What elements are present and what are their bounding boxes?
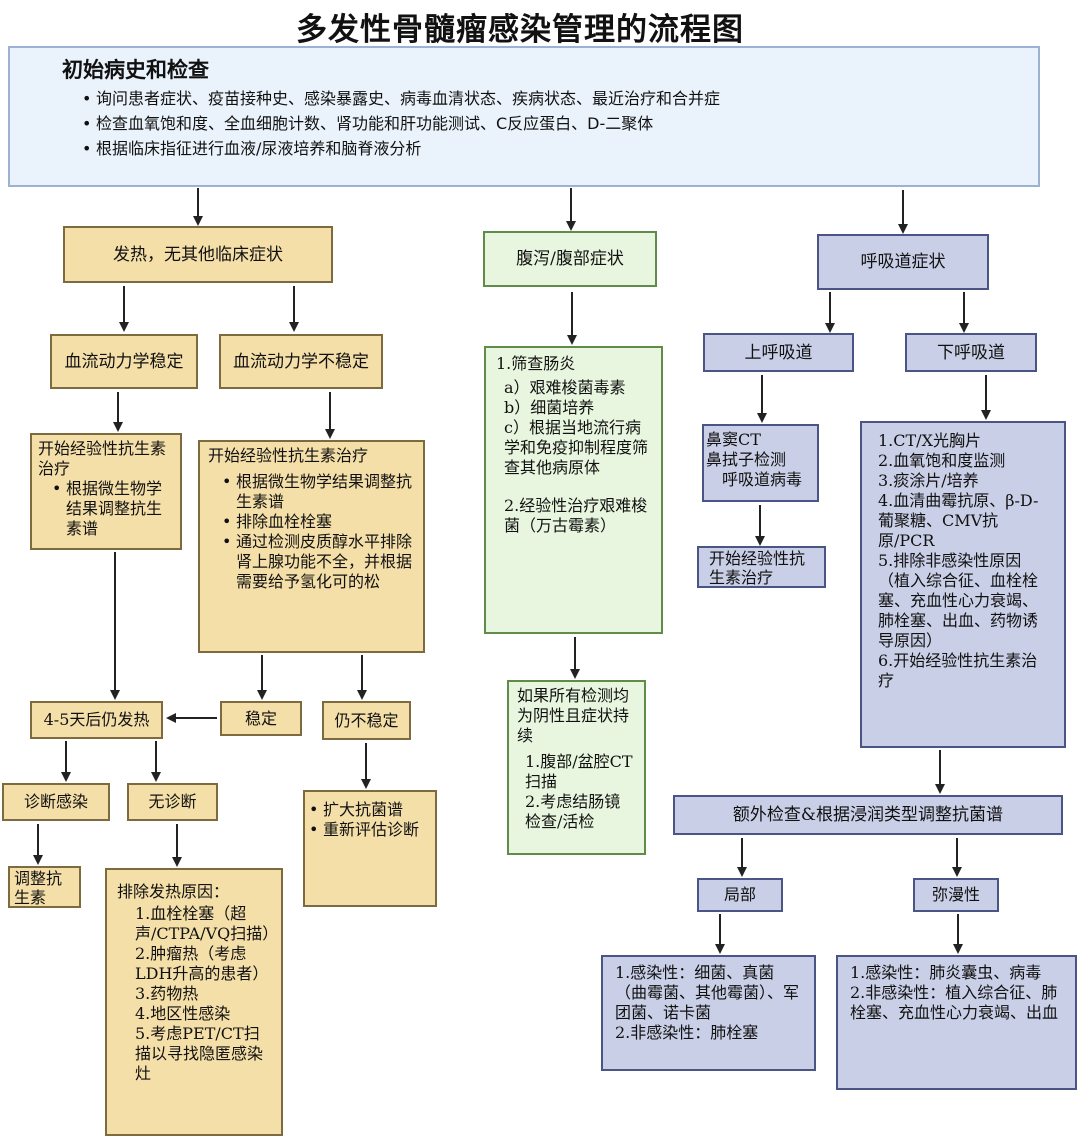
expand-item: 扩大抗菌谱 [309, 800, 431, 820]
upper-treatment-label: 开始经验性抗生素治疗 [709, 549, 806, 587]
upper-respiratory-box: 上呼吸道 [703, 333, 854, 372]
screen-title: 1.筛查肠炎 [496, 354, 576, 373]
page-title: 多发性骨髓瘤感染管理的流程图 [296, 12, 744, 48]
exclude-causes-title: 排除发热原因： [117, 882, 230, 901]
lower-test-item: 3.痰涂片/培养 [878, 471, 979, 490]
unstable-treatment-item: 根据微生物学结果调整抗生素谱 [222, 472, 415, 512]
unstable-treatment-item: 排除血栓栓塞 [222, 512, 415, 532]
fever-box: 发热，无其他临床症状 [63, 226, 333, 283]
stabilized-box: 稳定 [220, 701, 302, 736]
lower-tests-box: 1.CT/X光胸片 2.血氧饱和度监测 3.痰涂片/培养 4.血清曲霉抗原、β-… [860, 421, 1066, 748]
local-cause-item: 2.非感染性：肺栓塞 [615, 1023, 759, 1042]
screen-item: b）细菌培养 [504, 398, 595, 417]
upper-test-item: 鼻窦CT [706, 430, 761, 449]
local-cause-item: 1.感染性：细菌、真菌（曲霉菌、其他霉菌）、军团菌、诺卡菌 [615, 963, 800, 1022]
history-item: 询问患者症状、疫苗接种史、感染暴露史、病毒血清状态、疾病状态、最近治疗和合并症 [82, 86, 1038, 111]
enteritis-screen-box: 1.筛查肠炎 a）艰难梭菌毒素 b）细菌培养 c）根据当地流行病学和免疫抑制程度… [484, 346, 663, 634]
history-box: 初始病史和检查 询问患者症状、疫苗接种史、感染暴露史、病毒血清状态、疾病状态、最… [8, 46, 1040, 187]
exclude-cause-item: 1.血栓栓塞（超声/CTPA/VQ扫描） [135, 904, 279, 943]
lower-test-item: 6.开始经验性抗生素治疗 [878, 651, 1038, 690]
diffuse-causes-box: 1.感染性：肺炎囊虫、病毒 2.非感染性：植入综合征、肺栓塞、充血性心力衰竭、出… [836, 955, 1077, 1090]
lower-tests-list: 1.CT/X光胸片 2.血氧饱和度监测 3.痰涂片/培养 4.血清曲霉抗原、β-… [874, 431, 1052, 691]
adjust-antibiotics-label: 调整抗生素 [14, 869, 63, 907]
unstable-treatment-title: 开始经验性抗生素治疗 [208, 446, 369, 465]
history-list: 询问患者症状、疫苗接种史、感染暴露史、病毒血清状态、疾病状态、最近治疗和合并症 … [10, 86, 1038, 161]
unstable-treatment-box: 开始经验性抗生素治疗 根据微生物学结果调整抗生素谱 排除血栓栓塞 通过检测皮质醇… [198, 440, 425, 653]
upper-tests-box: 鼻窦CT 鼻拭子检测 呼吸道病毒 [702, 424, 819, 502]
lower-respiratory-box: 下呼吸道 [905, 333, 1037, 372]
history-item: 根据临床指征进行血液/尿液培养和脑脊液分析 [82, 136, 1038, 161]
exclude-causes-list: 1.血栓栓塞（超声/CTPA/VQ扫描） 2.肿瘤热（考虑LDH升高的患者） 3… [117, 904, 279, 1084]
expand-box: 扩大抗菌谱 重新评估诊断 [303, 790, 437, 907]
unstable-treatment-list: 根据微生物学结果调整抗生素谱 排除血栓栓塞 通过检测皮质醇水平排除肾上腺功能不全… [208, 472, 415, 592]
diarrhea-box: 腹泻/腹部症状 [483, 231, 657, 287]
extra-tests-box: 额外检查&根据浸润类型调整抗菌谱 [673, 795, 1063, 835]
local-causes-list: 1.感染性：细菌、真菌（曲霉菌、其他霉菌）、军团菌、诺卡菌 2.非感染性：肺栓塞 [615, 963, 802, 1043]
negative-tests-title: 如果所有检测均为阴性且症状持续 [517, 686, 630, 745]
persist-fever-box: 4-5天后仍发热 [30, 701, 163, 739]
exclude-cause-item: 3.药物热 [135, 984, 199, 1003]
stable-treatment-list: 根据微生物学结果调整抗生素谱 [38, 479, 174, 539]
screen-list: a）艰难梭菌毒素 b）细菌培养 c）根据当地流行病学和免疫抑制程度筛查其他病原体 [496, 378, 651, 478]
exclude-cause-item: 5.考虑PET/CT扫描以寻找隐匿感染灶 [135, 1024, 264, 1083]
stable-box: 血流动力学稳定 [50, 334, 198, 389]
no-diagnosis-box: 无诊断 [127, 783, 218, 821]
stable-treatment-box: 开始经验性抗生素治疗 根据微生物学结果调整抗生素谱 [30, 433, 182, 550]
screen-item: c）根据当地流行病学和免疫抑制程度筛查其他病原体 [504, 418, 649, 477]
local-box: 局部 [697, 878, 783, 912]
local-causes-box: 1.感染性：细菌、真菌（曲霉菌、其他霉菌）、军团菌、诺卡菌 2.非感染性：肺栓塞 [601, 955, 816, 1071]
screen-item: a）艰难梭菌毒素 [504, 378, 626, 397]
exclude-cause-item: 2.肿瘤热（考虑LDH升高的患者） [135, 944, 269, 983]
lower-test-item: 5.排除非感染性原因（植入综合征、血栓栓塞、充血性心力衰竭、肺栓塞、出血、药物诱… [878, 551, 1039, 650]
upper-test-item: 呼吸道病毒 [722, 470, 803, 489]
negative-test-item: 2.考虑结肠镜检查/活检 [525, 792, 621, 831]
negative-tests-box: 如果所有检测均为阴性且症状持续 1.腹部/盆腔CT扫描 2.考虑结肠镜检查/活检 [507, 680, 646, 855]
negative-tests-list: 1.腹部/盆腔CT扫描 2.考虑结肠镜检查/活检 [517, 752, 636, 832]
lower-test-item: 1.CT/X光胸片 [878, 431, 981, 450]
negative-test-item: 1.腹部/盆腔CT扫描 [525, 752, 633, 791]
lower-test-item: 4.血清曲霉抗原、β-D-葡聚糖、CMV抗原/PCR [878, 491, 1039, 550]
exclude-causes-box: 排除发热原因： 1.血栓栓塞（超声/CTPA/VQ扫描） 2.肿瘤热（考虑LDH… [105, 868, 283, 1136]
stable-treatment-item: 根据微生物学结果调整抗生素谱 [52, 479, 174, 539]
expand-item: 重新评估诊断 [309, 820, 431, 840]
stable-treatment-title: 开始经验性抗生素治疗 [38, 439, 167, 478]
diffuse-cause-item: 2.非感染性：植入综合征、肺栓塞、充血性心力衰竭、出血 [850, 983, 1059, 1022]
history-item: 检查血氧饱和度、全血细胞计数、肾功能和肝功能测试、C反应蛋白、D-二聚体 [82, 111, 1038, 136]
respiratory-box: 呼吸道症状 [817, 234, 989, 290]
upper-test-item: 鼻拭子检测 [706, 450, 787, 469]
unstable-box: 血流动力学不稳定 [219, 334, 383, 389]
diagnosed-box: 诊断感染 [2, 783, 110, 821]
exclude-cause-item: 4.地区性感染 [135, 1004, 231, 1023]
empiric-treatment-text: 2.经验性治疗艰难梭菌（万古霉素） [504, 496, 648, 535]
history-heading: 初始病史和检查 [62, 58, 209, 82]
adjust-antibiotics-box: 调整抗生素 [8, 866, 81, 908]
diffuse-box: 弥漫性 [913, 878, 999, 912]
diffuse-causes-list: 1.感染性：肺炎囊虫、病毒 2.非感染性：植入综合征、肺栓塞、充血性心力衰竭、出… [850, 963, 1063, 1023]
upper-treatment-box: 开始经验性抗生素治疗 [697, 546, 826, 588]
expand-list: 扩大抗菌谱 重新评估诊断 [309, 800, 431, 840]
unstable-treatment-item: 通过检测皮质醇水平排除肾上腺功能不全，并根据需要给予氢化可的松 [222, 532, 415, 592]
diffuse-cause-item: 1.感染性：肺炎囊虫、病毒 [850, 963, 1042, 982]
lower-test-item: 2.血氧饱和度监测 [878, 451, 1006, 470]
still-unstable-box: 仍不稳定 [322, 701, 411, 740]
